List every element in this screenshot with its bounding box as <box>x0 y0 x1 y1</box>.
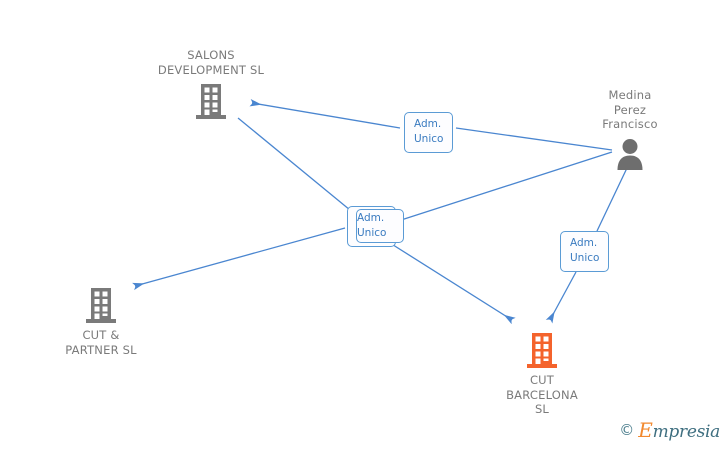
node-cut-barcelona-sl[interactable]: CUT BARCELONA SL <box>472 330 612 417</box>
node-label: CUT BARCELONA SL <box>506 373 578 416</box>
node-label: Medina Perez Francisco <box>602 88 658 131</box>
node-salons-development-sl[interactable]: SALONS DEVELOPMENT SL <box>141 48 281 121</box>
node-medina-perez-francisco[interactable]: Medina Perez Francisco <box>560 88 700 176</box>
edge-label-adm-unico-barcelona[interactable]: Adm. Unico <box>560 231 610 272</box>
brand-name: mpresia <box>652 422 721 442</box>
edge-medina-salons <box>249 98 613 151</box>
node-label: CUT & PARTNER SL <box>65 328 137 357</box>
brand-logo: Empresia <box>638 418 720 442</box>
edge-medina-cutbarcelona <box>545 167 628 324</box>
brand-initial: E <box>638 418 653 442</box>
node-label: SALONS DEVELOPMENT SL <box>157 48 265 77</box>
edge-salons-cutbarcelona <box>237 117 516 325</box>
node-cut-partner-sl[interactable]: CUT & PARTNER SL <box>31 285 171 357</box>
company-building-icon <box>86 288 116 323</box>
company-building-icon <box>527 333 557 368</box>
copyright-icon: © <box>619 421 635 439</box>
edge-medina-cutpartner <box>132 151 613 291</box>
person-icon <box>617 138 643 170</box>
watermark: © Empresia <box>619 418 720 442</box>
edge-label-adm-unico-middle[interactable]: Adm. Unico <box>347 206 406 247</box>
company-building-icon <box>196 84 226 119</box>
edge-label-adm-unico-salons[interactable]: Adm. Unico <box>404 112 454 153</box>
